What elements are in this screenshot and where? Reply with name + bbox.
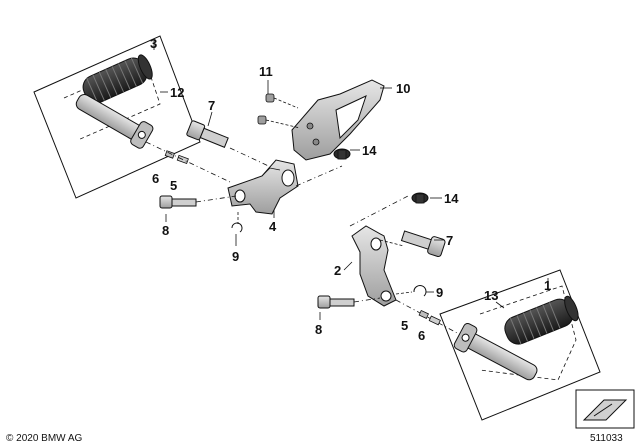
rubber-pad-upper	[82, 54, 153, 104]
footpeg-body-lower	[453, 322, 538, 381]
callout-12: 12	[170, 85, 184, 100]
group-frame-3	[33, 35, 201, 199]
callout-7-upper: 7	[208, 98, 215, 113]
callout-5-lower: 5	[401, 318, 408, 333]
callout-13: 13	[484, 288, 498, 303]
callout-4: 4	[269, 219, 277, 234]
callout-5-upper: 5	[170, 178, 177, 193]
diagram-number: 511033	[590, 433, 623, 444]
footpeg-group-lower	[439, 269, 601, 421]
callout-14-lower: 14	[444, 191, 459, 206]
bumper-14-upper	[333, 148, 351, 160]
bracket-4-axis	[295, 165, 343, 187]
bolt-7-lower	[400, 230, 446, 258]
callout-9-upper: 9	[232, 249, 239, 264]
circlip-9-upper	[231, 222, 243, 233]
screws-11	[257, 93, 301, 129]
callout-1: 1	[544, 278, 551, 293]
callout-labels: 3 12 11 10 7 14 6 5 14 8 4 7 9 2 1 9 13 …	[150, 36, 551, 343]
axis-lower-main	[349, 195, 409, 227]
callout-14-upper: 14	[362, 143, 377, 158]
footpeg-body-upper	[75, 94, 154, 149]
bolt-7-axis-lower	[379, 239, 405, 247]
copyright-text: © 2020 BMW AG	[6, 433, 83, 444]
callout-2: 2	[334, 263, 341, 278]
group-frame-1	[439, 269, 601, 421]
footpeg-group-upper	[33, 35, 201, 199]
bracket-2	[351, 225, 397, 307]
heel-guard-10	[291, 79, 385, 161]
bolt-7-upper	[186, 120, 229, 148]
orientation-symbol-box	[575, 389, 635, 429]
circlip-9-lower	[413, 285, 427, 297]
bumper-14-lower	[411, 192, 429, 204]
callout-11: 11	[259, 64, 273, 79]
circlip-9-lower-axis	[395, 291, 413, 295]
rubber-pad-lower	[504, 295, 579, 345]
callout-6-lower: 6	[418, 328, 425, 343]
callout-9-lower: 9	[436, 285, 443, 300]
bolt-8-lower	[317, 295, 381, 309]
callout-6-upper: 6	[152, 171, 159, 186]
bolt-8-upper	[159, 195, 237, 209]
bracket-4	[227, 159, 299, 215]
callout-10: 10	[396, 81, 410, 96]
leader-lines	[153, 40, 549, 320]
callout-3: 3	[150, 36, 157, 51]
callout-8-upper: 8	[162, 223, 169, 238]
callout-8-lower: 8	[315, 322, 322, 337]
callout-7-lower: 7	[446, 233, 453, 248]
spring-pin-lower	[395, 299, 471, 341]
spring-pin-upper	[145, 141, 231, 183]
